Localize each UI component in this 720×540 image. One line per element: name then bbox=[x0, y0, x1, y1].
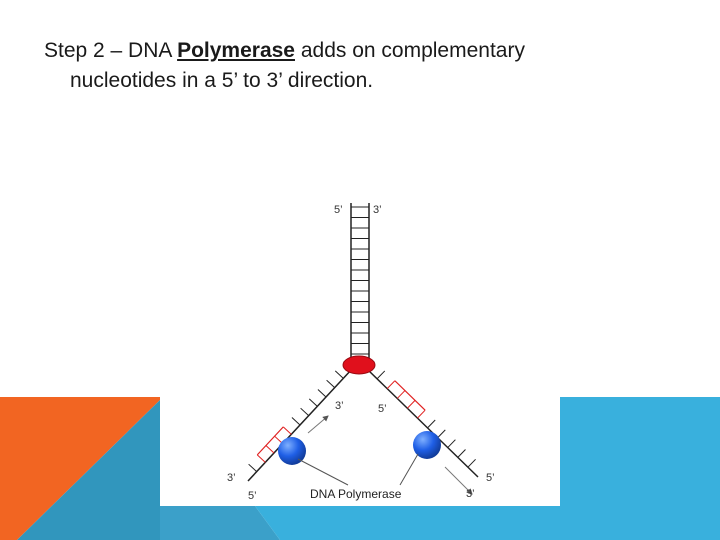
label-top-5prime: 5’ bbox=[334, 204, 343, 216]
label-right-outer-5prime: 5’ bbox=[486, 472, 495, 484]
left-arm-new-strand bbox=[256, 426, 284, 456]
blue-corner-shape bbox=[17, 400, 160, 540]
line1-rest: adds on complementary bbox=[295, 39, 525, 62]
right-arm-rung bbox=[376, 370, 386, 380]
right-arm-rung bbox=[457, 449, 466, 458]
label-right-outer-3prime: 3’ bbox=[466, 488, 475, 500]
polymerase-right-icon bbox=[413, 431, 441, 459]
step-prefix: Step 2 – DNA bbox=[44, 39, 178, 62]
replication-fork-diagram: 5’ 3’ 3’ 5’ 3’ 5’ 5’ 3’ DNA Polymerase bbox=[160, 197, 560, 506]
right-arm-strand bbox=[366, 368, 479, 478]
right-arm-rung bbox=[447, 439, 456, 448]
replication-fork-svg: 5’ 3’ 3’ 5’ 3’ 5’ 5’ 3’ DNA Polymerase bbox=[227, 203, 495, 502]
left-arm-rung bbox=[248, 463, 258, 473]
left-arm-rung bbox=[308, 398, 318, 407]
polymerase-keyword: Polymerase bbox=[177, 39, 295, 62]
left-arm-new-nucleotide bbox=[265, 445, 275, 454]
right-arm-new-nucleotide bbox=[386, 380, 396, 389]
right-arm-rung bbox=[467, 458, 476, 468]
left-arm-rung bbox=[334, 370, 344, 379]
slide-body-text: Step 2 – DNA Polymerase adds on compleme… bbox=[44, 36, 684, 96]
label-pointer-left bbox=[297, 458, 349, 486]
right-arm-new-strand bbox=[394, 380, 426, 411]
text-line-1: Step 2 – DNA Polymerase adds on compleme… bbox=[44, 36, 684, 66]
right-arm-rung bbox=[427, 419, 436, 429]
label-pointer-right bbox=[399, 453, 419, 486]
parent-dna-ladder bbox=[350, 203, 370, 359]
label-top-3prime: 3’ bbox=[373, 204, 382, 216]
polymerase-left-icon bbox=[278, 437, 306, 465]
right-arm-new-nucleotide bbox=[396, 390, 406, 399]
blue-band-right bbox=[560, 397, 720, 540]
label-left-inner-3prime: 3’ bbox=[335, 400, 344, 412]
helicase-icon bbox=[342, 355, 376, 375]
right-template-strand bbox=[366, 368, 479, 478]
right-arm-rung bbox=[437, 429, 446, 439]
label-left-outer-5prime: 5’ bbox=[248, 490, 257, 502]
left-arm-rung bbox=[326, 379, 336, 389]
left-arm-rung bbox=[291, 417, 301, 426]
left-arm-new-nucleotide bbox=[256, 454, 266, 463]
label-left-outer-3prime: 3’ bbox=[227, 472, 236, 484]
left-synthesis-arrow bbox=[307, 415, 329, 434]
right-arm-new-nucleotide bbox=[417, 409, 426, 419]
label-right-inner-5prime: 5’ bbox=[378, 403, 387, 415]
text-line-2: nucleotides in a 5’ to 3’ direction. bbox=[70, 69, 374, 92]
right-synthesis-arrow bbox=[444, 466, 473, 495]
orange-corner-shape bbox=[0, 397, 160, 540]
right-arm-new-nucleotide bbox=[407, 400, 416, 409]
left-arm-rung bbox=[317, 389, 327, 398]
left-arm-rung bbox=[300, 407, 310, 417]
dna-polymerase-label: DNA Polymerase bbox=[310, 487, 402, 501]
left-arm-new-nucleotide bbox=[282, 426, 292, 435]
left-template-strand bbox=[247, 368, 353, 482]
